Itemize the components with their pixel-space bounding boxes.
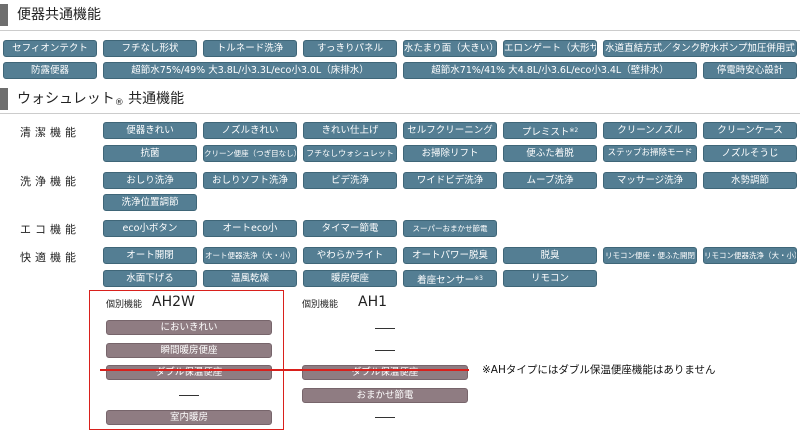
strike-line [100,369,469,371]
feature-badge: マッサージ洗浄 [603,172,697,189]
feature-badge: eco小ボタン [103,220,197,237]
feature-badge: プレミスト※2 [503,122,597,139]
not-available-dash [375,417,395,418]
not-available-dash [179,395,199,396]
section-marker [0,88,8,110]
feature-badge: 水勢調節 [703,172,797,189]
feature-badge: 着座センサー※3 [403,270,497,287]
footnote-mark: ※2 [569,127,579,134]
individual-badge: ダブル保温便座 [106,365,272,380]
feature-badge: フチなし形状 [103,40,197,57]
feature-badge: お掃除リフト [403,145,497,162]
feature-badge: 超節水75%/49% 大3.8L/小3.3L/eco小3.0L（床排水） [103,62,397,79]
individual-badge: ダブル保温便座 [302,365,468,380]
feature-badge: クリーンケース [703,122,797,139]
feature-badge: 水面下げる [103,270,197,287]
feature-badge: 便ふた着脱 [503,145,597,162]
feature-badge: おしり洗浄 [103,172,197,189]
feature-badge: 水道直結方式／タンク貯水ポンプ加圧併用式 [603,40,797,57]
feature-badge: 脱臭 [503,247,597,264]
feature-badge: ビデ洗浄 [303,172,397,189]
feature-badge: エロンゲート（大形サイズ） [503,40,597,57]
feature-badge: きれい仕上げ [303,122,397,139]
feature-badge: リモコン便器洗浄（大・小） [703,247,797,264]
feature-badge: 洗浄位置調節 [103,194,197,211]
feature-badge: オート便器洗浄（大・小） [203,247,297,264]
individual-badge: 室内暖房 [106,410,272,425]
feature-badge: すっきりパネル [303,40,397,57]
individual-badge: 瞬間暖房便座 [106,343,272,358]
category-label-eco: エコ機能 [20,223,80,236]
feature-badge: 停電時安心設計 [703,62,797,79]
feature-badge: フチなしウォシュレット [303,145,397,162]
category-label-cleanliness: 清潔機能 [20,126,80,139]
feature-badge: 超節水71%/41% 大4.8L/小3.6L/eco小3.4L（壁排水） [403,62,697,79]
feature-badge: 暖房便座 [303,270,397,287]
model-name-ah1: AH1 [358,294,388,310]
individual-label-ah1: 個別機能 [302,300,339,310]
feature-badge: ノズルきれい [203,122,297,139]
feature-badge: クリーンノズル [603,122,697,139]
not-available-dash [375,350,395,351]
feature-badge: やわらかライト [303,247,397,264]
section-title-text: ウォシュレット® 共通機能 [17,91,185,108]
feature-badge: クリーン便座（つぎ目なし） [203,145,297,162]
model-name-ah2w: AH2W [152,294,195,310]
section-marker [0,4,8,26]
category-label-washing: 洗浄機能 [20,175,80,188]
feature-badge: オートパワー脱臭 [403,247,497,264]
feature-badge: セフィオンテクト [3,40,97,57]
not-available-dash [375,328,395,329]
feature-badge: ムーブ洗浄 [503,172,597,189]
feature-badge: スーパーおまかせ節電 [403,220,497,237]
individual-badge: おまかせ節電 [302,388,468,403]
feature-badge: おしりソフト洗浄 [203,172,297,189]
feature-badge: ワイドビデ洗浄 [403,172,497,189]
category-label-comfort: 快適機能 [20,251,80,264]
feature-badge: トルネード洗浄 [203,40,297,57]
feature-badge: 温風乾燥 [203,270,297,287]
feature-badge: セルフクリーニング [403,122,497,139]
individual-label-ah2w: 個別機能 [106,300,143,310]
divider [0,30,800,31]
feature-badge: 水たまり面（大きい） [403,40,497,57]
feature-badge: リモコン便座・便ふた開閉 [603,247,697,264]
footnote-mark: ※3 [474,275,483,282]
divider [0,113,800,114]
footnote-text: ※AHタイプにはダブル保温便座機能はありません [482,364,716,376]
feature-badge: リモコン [503,270,597,287]
section-title-text: 便器共通機能 [17,7,101,23]
feature-badge: ノズルそうじ [703,145,797,162]
feature-badge: ステップお掃除モード [603,145,697,162]
highlight-box [89,290,284,430]
feature-badge: 防露便器 [3,62,97,79]
feature-badge: タイマー節電 [303,220,397,237]
feature-badge: オート開閉 [103,247,197,264]
feature-badge: オートeco小 [203,220,297,237]
individual-badge: においきれい [106,320,272,335]
feature-badge: 便器きれい [103,122,197,139]
feature-badge: 抗菌 [103,145,197,162]
